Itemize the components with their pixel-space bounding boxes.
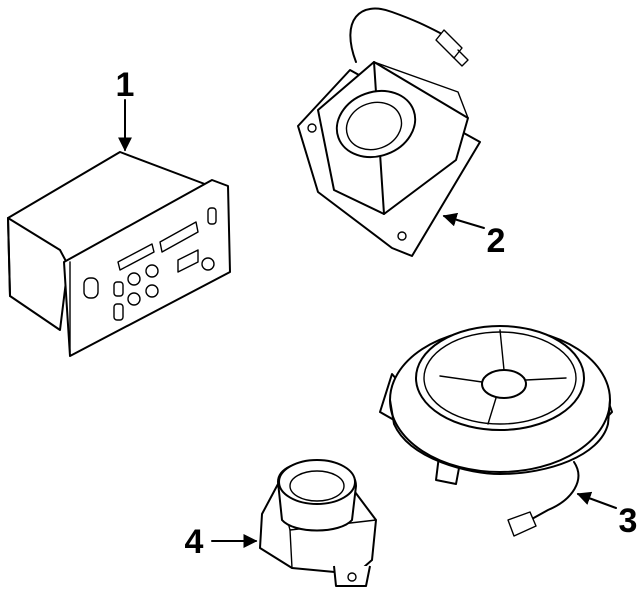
radio-unit[interactable] [7,151,231,357]
speaker-enclosure[interactable] [297,7,481,257]
leader-arrow-3 [576,491,617,509]
callout-3: 3 [576,491,638,540]
callout-4: 4 [185,523,258,561]
callout-2: 2 [442,212,506,260]
callout-label-4: 4 [185,523,204,561]
callout-1: 1 [116,66,135,152]
callout-label-2: 2 [487,222,506,260]
callout-label-3: 3 [619,502,638,540]
speaker[interactable] [379,325,613,537]
callout-label-1: 1 [116,66,135,104]
tweeter-housing[interactable] [259,459,377,587]
leader-arrow-2 [442,212,485,229]
